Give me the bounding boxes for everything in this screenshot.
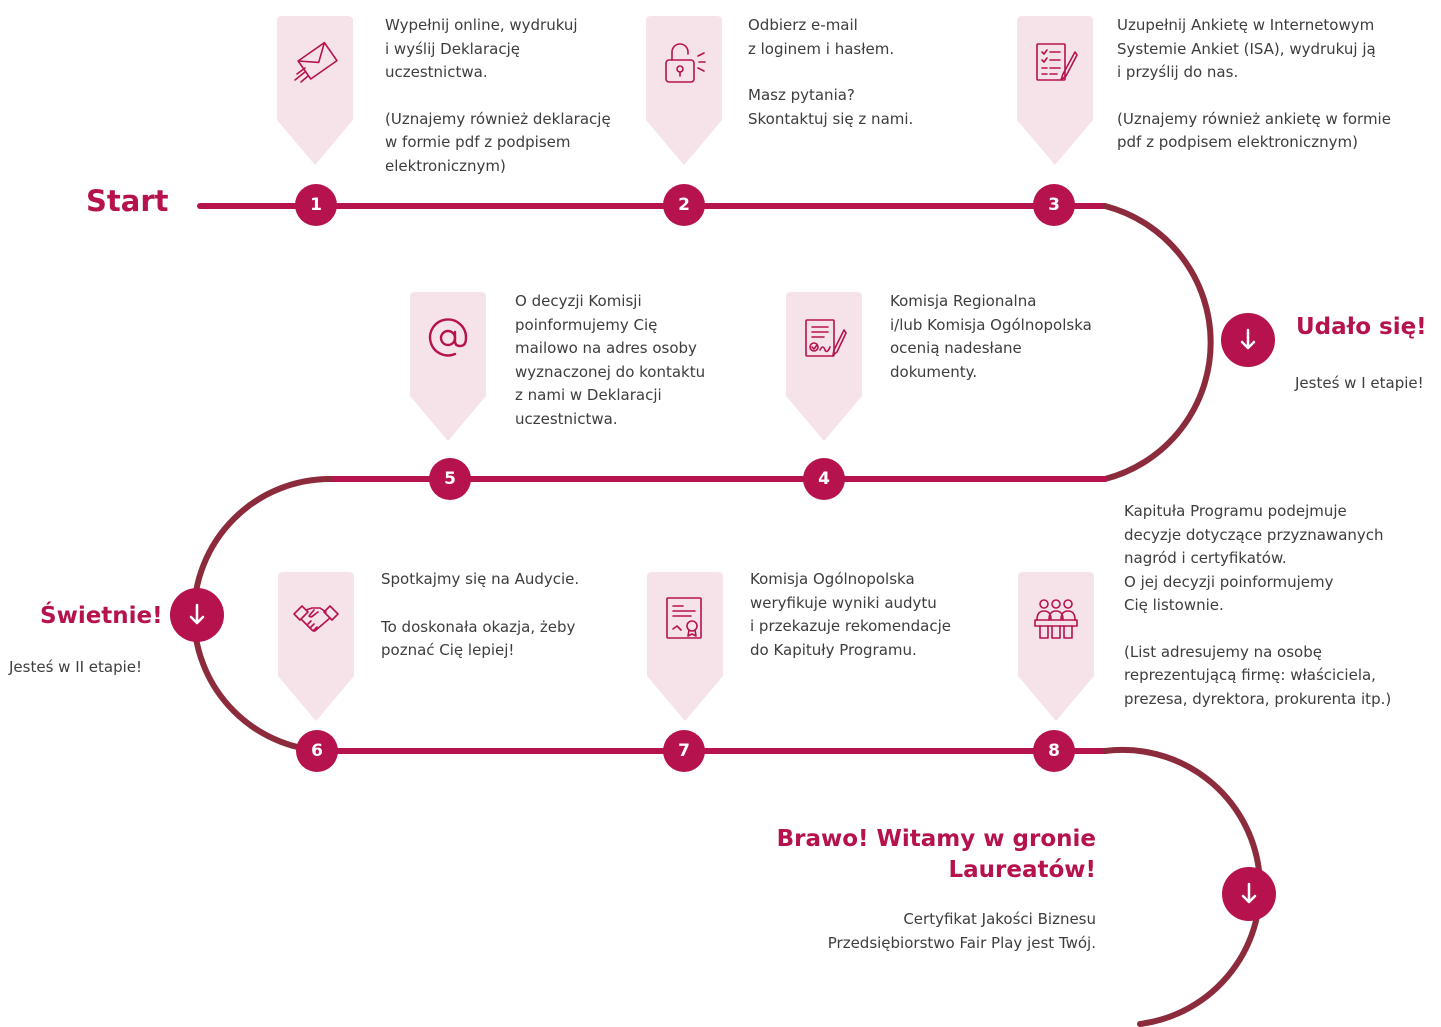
step-8-line-4: O jej decyzji poinformujemy bbox=[1124, 572, 1334, 591]
step-3-line-3: i przyślij do nas. bbox=[1117, 63, 1239, 81]
step-marker-2 bbox=[646, 16, 722, 165]
step-3-line-2: Systemie Ankiet (ISA), wydrukuj ją bbox=[1117, 39, 1376, 58]
step-marker-4 bbox=[786, 292, 862, 441]
step-3-note-1: (Uznajemy również ankietę w formie bbox=[1117, 109, 1391, 128]
start-label: Start bbox=[86, 184, 169, 218]
step-3-note-2: pdf z podpisem elektronicznym) bbox=[1117, 133, 1358, 151]
step-5-line-3: mailowo na adres osoby bbox=[515, 339, 697, 357]
step-7-line-1: Komisja Ogólnopolska bbox=[750, 570, 915, 588]
unlocked-padlock-icon bbox=[665, 43, 706, 83]
step-8-note-3: prezesa, dyrektora, prokurenta itp.) bbox=[1124, 689, 1392, 708]
step-6-note-1: To doskonała okazja, żeby bbox=[381, 617, 576, 636]
step-6-description: Spotkajmy się na Audycie. To doskonała o… bbox=[381, 568, 579, 663]
step-number-8: 8 bbox=[1033, 730, 1075, 772]
step-5-line-6: uczestnictwa. bbox=[515, 409, 618, 428]
step-7-description: Komisja Ogólnopolska weryfikuje wyniki a… bbox=[750, 568, 951, 662]
step-5-line-1: O decyzji Komisji bbox=[515, 292, 642, 310]
step-5-description: O decyzji Komisji poinformujemy Cię mail… bbox=[515, 290, 705, 431]
step-5-line-4: wyznaczonej do kontaktu bbox=[515, 362, 706, 381]
step-7-line-2: weryfikuje wyniki audytu bbox=[750, 593, 937, 612]
step-marker-1 bbox=[277, 16, 353, 165]
signed-document-icon bbox=[805, 319, 847, 357]
step-4-description: Komisja Regionalna i/lub Komisja Ogólnop… bbox=[890, 290, 1092, 384]
step-8-line-2: decyzje dotyczące przyznawanych bbox=[1124, 525, 1384, 544]
step-8-line-3: nagród i certyfikatów. bbox=[1124, 549, 1287, 567]
step-number-7: 7 bbox=[663, 730, 705, 772]
checkpoint-1-subtitle: Jesteś w I etapie! bbox=[1295, 374, 1424, 392]
step-8-note-2: reprezentującą firmę: właściciela, bbox=[1124, 666, 1376, 684]
at-sign-icon bbox=[428, 318, 468, 357]
step-4-line-2: i/lub Komisja Ogólnopolska bbox=[890, 315, 1092, 334]
down-arrow-icon bbox=[1221, 313, 1275, 367]
step-1-note-1: (Uznajemy również deklarację bbox=[385, 109, 611, 128]
step-2-line-1: Odbierz e-mail bbox=[748, 16, 858, 34]
final-description: Certyfikat Jakości Biznesu Przedsiębiors… bbox=[700, 907, 1096, 955]
step-8-line-1: Kapituła Programu podejmuje bbox=[1124, 502, 1347, 520]
step-4-line-1: Komisja Regionalna bbox=[890, 292, 1037, 310]
step-2-description: Odbierz e-mail z loginem i hasłem. Masz … bbox=[748, 14, 913, 131]
step-3-description: Uzupełnij Ankietę w Internetowym Systemi… bbox=[1117, 14, 1391, 155]
checkpoint-2-title: Świetnie! bbox=[40, 603, 163, 629]
step-8-description: Kapituła Programu podejmuje decyzje doty… bbox=[1124, 500, 1391, 711]
step-number-4: 4 bbox=[803, 458, 845, 500]
step-7-line-4: do Kapituły Programu. bbox=[750, 640, 917, 659]
step-number-6: 6 bbox=[296, 730, 338, 772]
checkpoint-2-subtitle: Jesteś w II etapie! bbox=[9, 658, 143, 676]
step-marker-8 bbox=[1018, 572, 1094, 721]
step-number-5: 5 bbox=[429, 458, 471, 500]
step-marker-3 bbox=[1017, 16, 1093, 165]
final-title-line-2: Laureatów! bbox=[948, 857, 1096, 883]
final-text-line-2: Przedsiębiorstwo Fair Play jest Twój. bbox=[827, 934, 1096, 952]
step-8-line-5: Cię listownie. bbox=[1124, 596, 1224, 614]
final-text-line-1: Certyfikat Jakości Biznesu bbox=[903, 910, 1096, 928]
step-6-line-1: Spotkajmy się na Audycie. bbox=[381, 570, 580, 588]
step-1-note-2: w formie pdf z podpisem bbox=[385, 133, 571, 151]
certificate-icon bbox=[666, 597, 702, 639]
step-marker-6 bbox=[278, 572, 354, 721]
committee-people-icon bbox=[1034, 599, 1078, 639]
step-marker-5 bbox=[410, 292, 486, 441]
step-number-3: 3 bbox=[1033, 184, 1075, 226]
step-2-note-1: Masz pytania? bbox=[748, 86, 855, 104]
step-4-line-3: ocenią nadesłane bbox=[890, 339, 1022, 357]
handshake-icon bbox=[293, 605, 339, 632]
envelope-icon bbox=[294, 41, 338, 83]
survey-checklist-icon bbox=[1036, 43, 1078, 81]
step-4-line-4: dokumenty. bbox=[890, 362, 978, 381]
final-title-line-1: Brawo! Witamy w gronie bbox=[776, 826, 1096, 852]
step-5-line-2: poinformujemy Cię bbox=[515, 315, 658, 334]
step-1-line-1: Wypełnij online, wydrukuj bbox=[385, 16, 578, 34]
step-5-line-5: z nami w Deklaracji bbox=[515, 386, 662, 404]
step-3-line-1: Uzupełnij Ankietę w Internetowym bbox=[1117, 16, 1375, 34]
checkpoint-1-title: Udało się! bbox=[1296, 314, 1427, 340]
down-arrow-icon bbox=[170, 588, 224, 642]
step-2-note-2: Skontaktuj się z nami. bbox=[748, 109, 914, 128]
step-number-2: 2 bbox=[663, 184, 705, 226]
step-1-description: Wypełnij online, wydrukuj i wyślij Dekla… bbox=[385, 14, 611, 178]
final-title: Brawo! Witamy w gronie Laureatów! bbox=[700, 824, 1096, 886]
step-1-line-2: i wyślij Deklarację bbox=[385, 39, 520, 58]
down-arrow-icon bbox=[1222, 867, 1276, 921]
step-2-line-2: z loginem i hasłem. bbox=[748, 39, 895, 58]
step-number-1: 1 bbox=[295, 184, 337, 226]
step-1-line-3: uczestnictwa. bbox=[385, 63, 488, 81]
step-marker-7 bbox=[647, 572, 723, 721]
step-6-note-2: poznać Cię lepiej! bbox=[381, 641, 515, 659]
step-1-note-3: elektronicznym) bbox=[385, 156, 506, 175]
step-8-note-1: (List adresujemy na osobę bbox=[1124, 642, 1322, 661]
step-7-line-3: i przekazuje rekomendacje bbox=[750, 617, 951, 635]
